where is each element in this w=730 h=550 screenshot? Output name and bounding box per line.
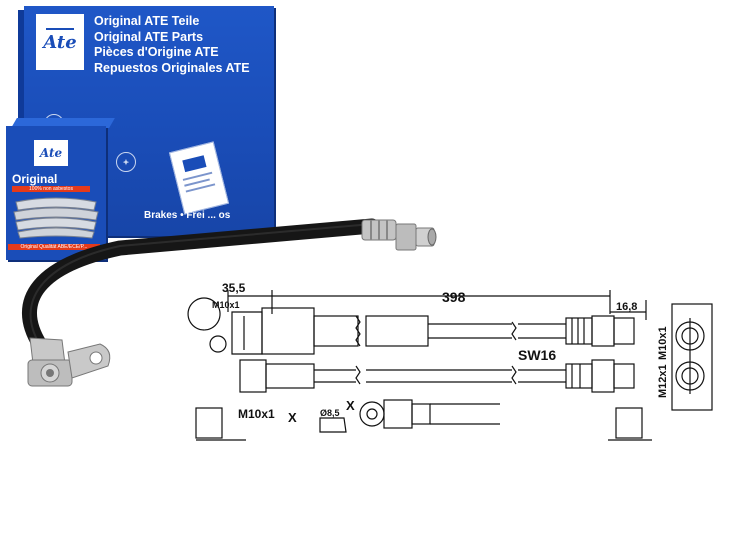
title-es: Repuestos Originales ATE: [94, 60, 250, 75]
left-banjo-fitting: [27, 337, 111, 387]
ate-logo-text: Ate: [43, 31, 77, 53]
brakes-text: Brakes • Frei ... os: [144, 210, 231, 221]
thread-right-bottom: M12x1: [657, 364, 669, 398]
dim-35-5: 35,5: [222, 281, 246, 295]
watermark-icon: ✦: [116, 152, 136, 172]
package-titles: Original ATE Teile Original ATE Parts Pi…: [94, 14, 250, 76]
title-de: Original ATE Teile: [94, 14, 200, 28]
thread-right-top: M10x1: [657, 326, 669, 360]
small-bottom-ribbon: Original Qualität ABE/ECE/P...: [8, 244, 100, 250]
title-en: Original ATE Parts: [94, 29, 204, 44]
brake-pads-icon: [13, 197, 99, 239]
dim-16-8: 16,8: [616, 301, 637, 313]
right-fitting: [361, 219, 437, 251]
small-ribbon: 100% non asbestos: [12, 186, 90, 192]
small-original-label: Original: [12, 172, 58, 186]
small-ate-logo: Ate: [34, 140, 68, 166]
title-fr: Pièces d'Origine ATE: [94, 45, 219, 59]
small-ate-logo-text: Ate: [39, 146, 63, 160]
thread-top-left: M10x1: [212, 300, 240, 310]
detail-marker-right: X: [346, 398, 355, 413]
diameter: Ø8,5: [320, 408, 340, 418]
total-length: 398: [442, 289, 466, 305]
ate-logo: Ate: [36, 14, 84, 70]
detail-marker-left: X: [288, 410, 297, 425]
thread-bottom-left: M10x1: [238, 407, 275, 421]
wrench-size: SW16: [518, 347, 556, 363]
